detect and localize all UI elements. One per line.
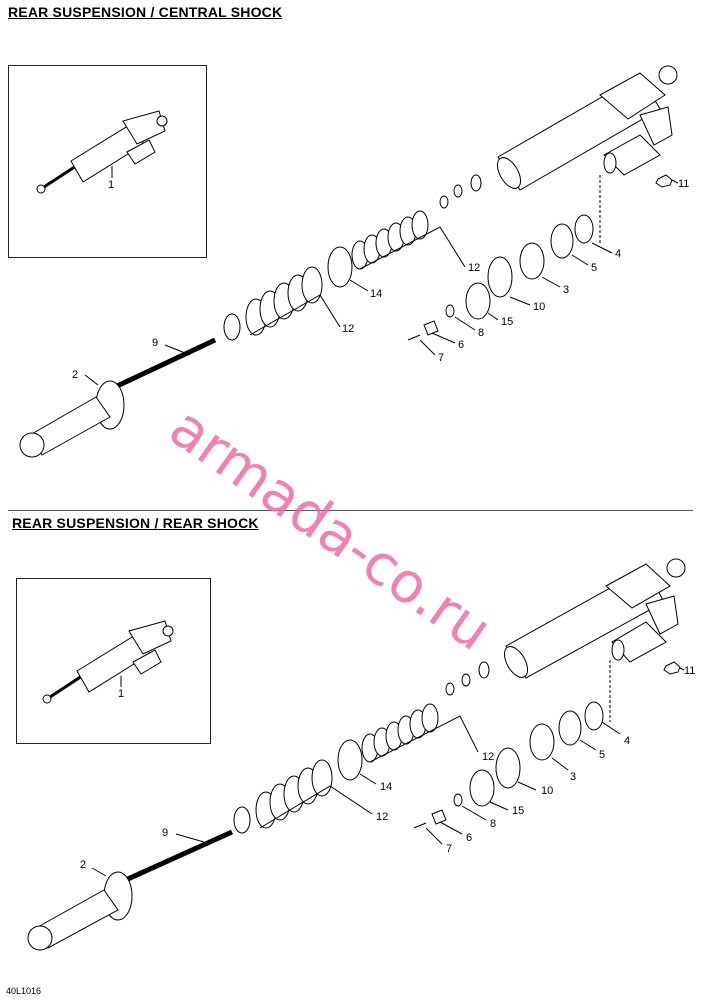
shock-eyelet <box>658 65 678 85</box>
reservoir <box>611 621 667 663</box>
svg-text:12: 12 <box>468 262 480 274</box>
valve <box>431 809 447 825</box>
section-title-rear-shock: REAR SUSPENSION / REAR SHOCK <box>12 515 259 531</box>
bushing <box>529 723 555 761</box>
piston <box>487 256 513 298</box>
o-ring <box>574 214 594 244</box>
spring-upper <box>361 703 439 763</box>
lower-eyelet <box>27 925 53 951</box>
valve <box>423 320 439 336</box>
svg-text:11: 11 <box>684 665 695 677</box>
svg-text:9: 9 <box>162 827 168 839</box>
svg-text:2: 2 <box>72 369 78 381</box>
bushing <box>519 242 545 280</box>
svg-text:4: 4 <box>615 248 621 260</box>
svg-text:11: 11 <box>678 178 689 190</box>
callouts: 11 4 5 3 10 15 8 6 7 12 14 12 9 2 <box>72 178 689 381</box>
washer <box>470 174 482 192</box>
lower-eyelet <box>19 432 45 458</box>
exploded-diagram-central: 11 4 5 3 10 15 8 6 7 12 14 12 9 2 <box>19 65 689 458</box>
svg-text:12: 12 <box>376 811 388 823</box>
spring-upper <box>351 210 429 270</box>
o-ring <box>584 701 604 731</box>
nut <box>663 661 681 675</box>
o-ring <box>558 710 582 746</box>
svg-text:7: 7 <box>446 843 452 855</box>
svg-text:12: 12 <box>482 751 494 763</box>
callouts: 11 4 5 3 10 15 8 6 7 12 14 12 9 2 <box>80 665 695 871</box>
washer <box>233 806 251 834</box>
washer <box>478 661 490 679</box>
o-ring <box>550 223 574 259</box>
overview-shock-drawing: 1 <box>36 110 168 194</box>
svg-text:7: 7 <box>438 352 444 364</box>
svg-text:3: 3 <box>563 284 569 296</box>
section-divider <box>8 510 693 511</box>
shock-eyelet <box>666 558 686 578</box>
reservoir <box>603 134 661 176</box>
svg-text:9: 9 <box>152 337 158 349</box>
overview-inset-central: 1 <box>8 65 207 258</box>
svg-text:6: 6 <box>458 339 464 351</box>
svg-text:8: 8 <box>478 327 484 339</box>
nut <box>655 174 673 188</box>
svg-text:8: 8 <box>490 818 496 830</box>
spring-lower <box>245 266 323 336</box>
overview-callout-1: 1 <box>108 179 114 191</box>
svg-text:5: 5 <box>599 749 605 761</box>
piston <box>495 747 521 789</box>
svg-text:3: 3 <box>570 771 576 783</box>
washer <box>445 682 455 696</box>
spring-seat <box>327 246 353 288</box>
o-ring-small <box>445 304 455 318</box>
svg-text:4: 4 <box>624 735 630 747</box>
o-ring <box>465 282 491 320</box>
svg-text:12: 12 <box>342 323 354 335</box>
svg-text:10: 10 <box>541 785 553 797</box>
exploded-diagram-rear: 11 4 5 3 10 15 8 6 7 12 14 12 9 2 <box>27 558 695 951</box>
spring-lower <box>255 759 333 829</box>
svg-text:6: 6 <box>466 832 472 844</box>
overview-inset-rear: 1 <box>16 578 211 744</box>
spring-seat <box>337 739 363 781</box>
washer <box>453 184 463 198</box>
section-title-central-shock: REAR SUSPENSION / CENTRAL SHOCK <box>8 4 283 20</box>
shaft <box>106 829 234 891</box>
svg-text:2: 2 <box>80 859 86 871</box>
svg-text:5: 5 <box>591 262 597 274</box>
washer <box>439 195 449 209</box>
document-id: 40L1016 <box>6 986 42 996</box>
svg-text:15: 15 <box>512 805 524 817</box>
svg-text:10: 10 <box>533 301 545 313</box>
o-ring-small <box>453 793 463 807</box>
svg-text:14: 14 <box>370 288 382 300</box>
washer <box>223 313 241 341</box>
o-ring <box>469 769 495 807</box>
overview-callout-1: 1 <box>118 688 124 700</box>
washer <box>461 673 471 687</box>
svg-text:14: 14 <box>380 781 392 793</box>
overview-shock-drawing: 1 <box>42 620 174 704</box>
svg-text:15: 15 <box>501 316 513 328</box>
